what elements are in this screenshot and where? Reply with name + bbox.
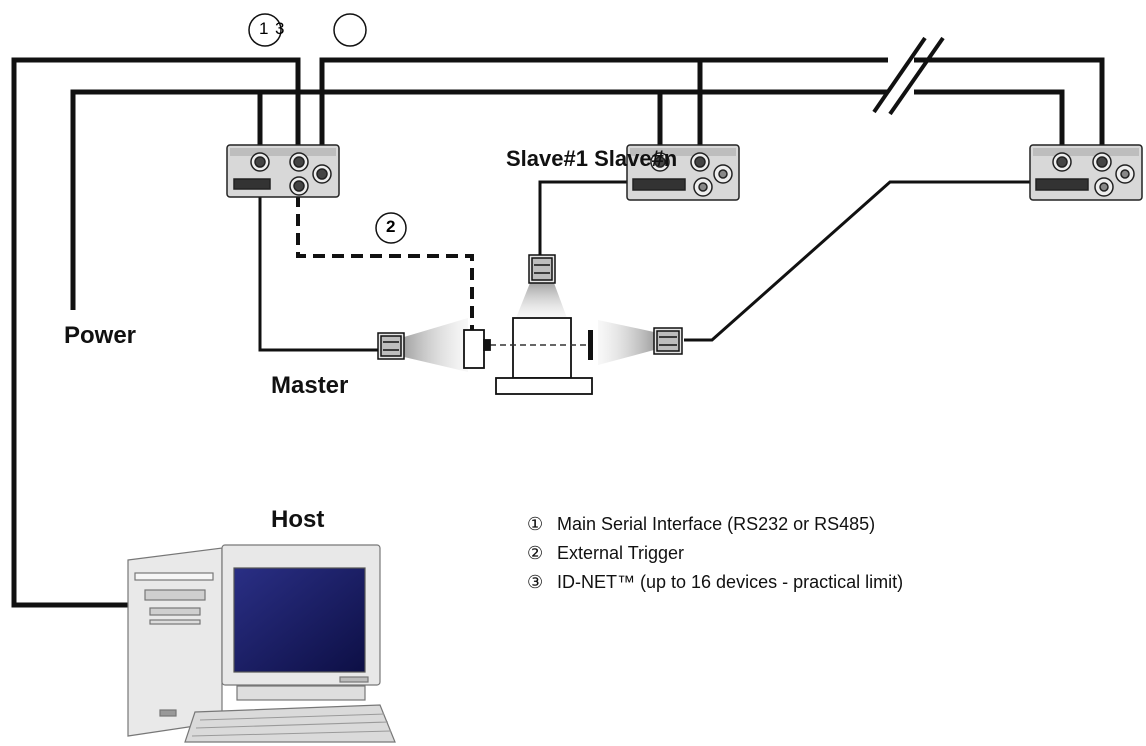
marker-circle-empty [333,13,367,47]
master-label: Master [271,372,349,399]
legend-text: External Trigger [557,543,685,563]
left-scan-beam [404,318,468,372]
power-cable [70,89,1065,310]
host-label: Host [271,506,325,533]
marker-label-3: 3 [275,19,285,38]
idnet-cable [319,57,1105,165]
right-scanner [653,327,683,355]
left-scanner [377,332,405,360]
target-object [495,317,593,395]
marker-label-1: 1 [259,19,269,38]
slave-label: Slave#1 Slave#n [506,146,678,171]
legend-text: Main Serial Interface (RS232 or RS485) [557,514,876,534]
slaven-controller [1029,144,1143,201]
legend-symbol: ② [527,543,544,563]
top-scanner [528,254,556,284]
slaven-scanner-cable [684,180,1030,342]
cables [11,57,1105,608]
right-scan-beam [598,320,654,365]
power-label: Power [64,322,137,349]
photocell [463,329,491,369]
slave1-controller [626,144,740,201]
top-scan-beam [516,283,567,318]
external-trigger-cable [296,195,474,330]
legend-item: ② External Trigger [527,539,903,568]
cable-break-mark [872,36,945,116]
legend-item: ① Main Serial Interface (RS232 or RS485) [527,510,903,539]
marker-label-2: 2 [386,217,396,236]
legend-item: ③ ID-NET™ (up to 16 devices - practical l… [527,568,903,597]
host-serial-cable [11,57,301,608]
legend-symbol: ③ [527,572,544,592]
photocell-reflector [588,330,593,360]
host-computer [127,544,396,743]
legend-text: ID-NET™ (up to 16 devices - practical li… [557,572,904,592]
legend-symbol: ① [527,514,544,534]
master-controller [226,144,340,198]
slave1-scanner-cable [538,180,628,255]
marker-circle-2 [375,212,407,244]
marker-circle-1 [248,13,282,47]
master-scanner-cable [258,190,378,352]
